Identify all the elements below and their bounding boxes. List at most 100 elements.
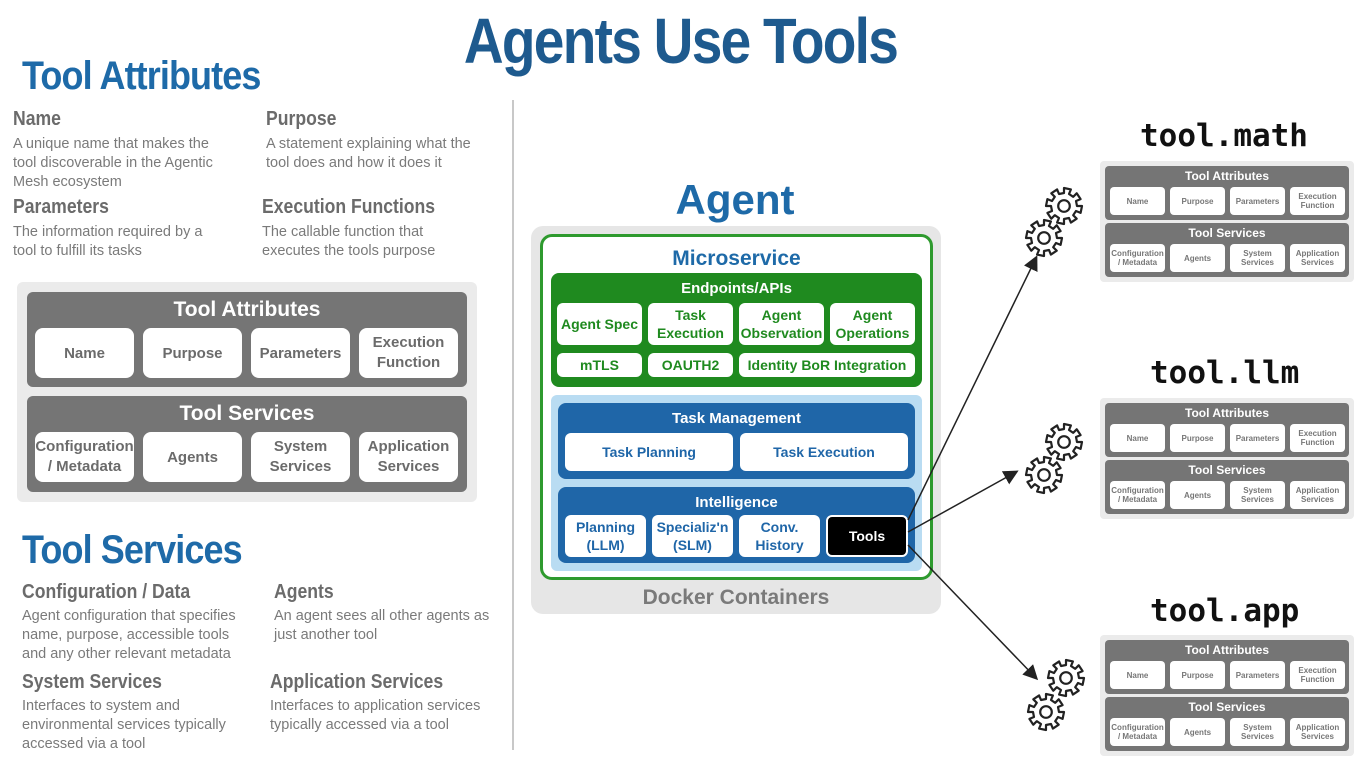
tool-card-box-text: Function <box>1300 201 1335 210</box>
tool-card-box: Name <box>1110 661 1165 689</box>
gear-icon <box>1044 422 1084 462</box>
attribute-parameters-block: Parameters The information required by a… <box>13 196 253 261</box>
service-agents-block: Agents An agent sees all other agents as… <box>274 581 509 645</box>
attribute-heading: Name <box>13 108 61 130</box>
intelligence-group: Intelligence Planning(LLM) Specializ'n(S… <box>558 487 915 563</box>
gear-icon <box>1024 218 1064 258</box>
tool-card-group-label: Tool Attributes <box>1185 406 1269 420</box>
tool-card-group-label: Tool Attributes <box>1185 643 1269 657</box>
tool-card-box: Configuration/ Metadata <box>1110 718 1165 746</box>
security-mtls: mTLS <box>557 353 642 377</box>
tool-card-box-text: Purpose <box>1181 433 1214 443</box>
tool-card-box-text: Services <box>1301 495 1334 504</box>
tool-card-box: Purpose <box>1170 661 1225 689</box>
tool-card-box-text: Parameters <box>1235 433 1280 443</box>
main-title: Agents Use Tools <box>463 5 899 77</box>
tool-services-title: Tool Services <box>22 528 243 572</box>
intelligence-planning: Planning(LLM) <box>565 515 646 557</box>
tool-card-box-text: Function <box>1300 675 1335 684</box>
tool-card-box-text: Configuration <box>1111 723 1164 732</box>
tool-card-box-text: Purpose <box>1181 670 1214 680</box>
tool-card-box: Name <box>1110 187 1165 215</box>
tool-card-box-text: Configuration <box>1111 249 1164 258</box>
tool-card-box-text: Function <box>1300 438 1335 447</box>
arrow-icon <box>907 255 1038 521</box>
attr-box-purpose: Purpose <box>143 328 242 378</box>
service-description: Agent configuration that specifies name,… <box>22 608 236 662</box>
tool-card-box-text: / Metadata <box>1117 495 1158 504</box>
attribute-heading: Execution Functions <box>262 196 436 218</box>
tool-card-group-label: Tool Services <box>1188 463 1266 477</box>
tool-name: tool.llm <box>1150 355 1300 391</box>
tool-card-group-label: Tool Attributes <box>1185 169 1269 183</box>
agent-title: Agent <box>675 176 795 223</box>
tool-name: tool.app <box>1150 593 1300 629</box>
attr-box-name: Name <box>35 328 134 378</box>
task-management-group: Task Management Task Planning Task Execu… <box>558 403 915 479</box>
tool-card-box-text: Execution <box>1298 429 1337 438</box>
tool-card-group-label: Tool Services <box>1188 226 1266 240</box>
docker-label: Docker Containers <box>642 586 830 609</box>
tool-card-box-text: / Metadata <box>1117 732 1158 741</box>
tool-attributes-label: Tool Attributes <box>173 298 321 321</box>
svc-box-configuration: Configuration/ Metadata <box>35 432 134 482</box>
task-planning: Task Planning <box>565 433 733 471</box>
service-heading: Configuration / Data <box>22 581 191 603</box>
tool-card-box-text: Application <box>1295 723 1340 732</box>
tool-card-box-text: Agents <box>1183 253 1212 263</box>
tool-card-box: Configuration/ Metadata <box>1110 244 1165 272</box>
tool-card-box-text: Services <box>1241 495 1274 504</box>
intelligence-conv-history: Conv.History <box>739 515 820 557</box>
tool-card-box-text: Execution <box>1298 192 1337 201</box>
tool-card-box-text: Services <box>1241 732 1274 741</box>
tool-card-box: Name <box>1110 424 1165 452</box>
intelligence-label: Intelligence <box>695 494 778 511</box>
tool-card-box-text: Configuration <box>1111 486 1164 495</box>
tool-card-box-text: Services <box>1241 258 1274 267</box>
tool-panel: Tool Attributes Name Purpose Parameters … <box>17 282 477 502</box>
gear-icon <box>1046 658 1086 698</box>
attr-box-parameters: Parameters <box>251 328 350 378</box>
tool-card-box-text: Execution <box>1298 666 1337 675</box>
service-system-block: System Services Interfaces to system and… <box>22 671 272 754</box>
docker-container: Docker Containers Microservice Endpoints… <box>531 226 941 614</box>
service-description: Interfaces to application services typic… <box>270 698 481 733</box>
attribute-heading: Parameters <box>13 196 109 218</box>
tool-card-box-text: / Metadata <box>1117 258 1158 267</box>
endpoints-label: Endpoints/APIs <box>681 280 792 297</box>
tool-card-box-text: Services <box>1301 732 1334 741</box>
service-description: Interfaces to system and environmental s… <box>22 698 226 752</box>
tool-card-group-label: Tool Services <box>1188 700 1266 714</box>
attribute-description: The information required by a tool to fu… <box>13 224 203 259</box>
tool-card-box: Parameters <box>1230 424 1285 452</box>
service-heading: Application Services <box>270 671 444 693</box>
tool-card-box-text: Services <box>1301 258 1334 267</box>
tool-card-box-text: Name <box>1126 196 1149 206</box>
service-heading: System Services <box>22 671 162 693</box>
processing-area: Task Management Task Planning Task Execu… <box>551 395 922 571</box>
service-description: An agent sees all other agents as just a… <box>274 608 490 643</box>
tool-card-box-text: System <box>1243 486 1272 495</box>
tool-card-box: Configuration/ Metadata <box>1110 481 1165 509</box>
tool-name: tool.math <box>1140 118 1308 154</box>
tool-card-box-text: Purpose <box>1181 196 1214 206</box>
tool-card-box: Purpose <box>1170 424 1225 452</box>
tool-card-box-text: Application <box>1295 249 1340 258</box>
